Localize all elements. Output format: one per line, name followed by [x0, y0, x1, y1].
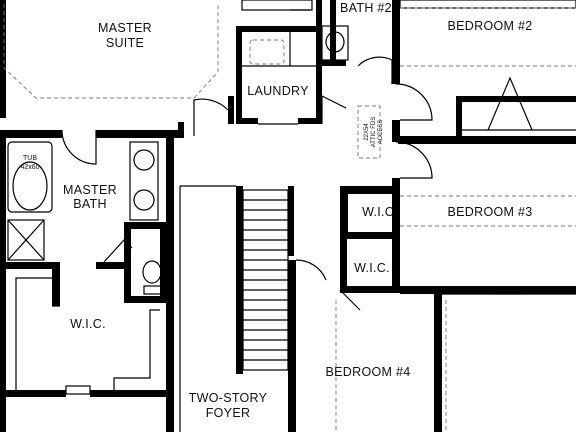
attic-label-1: 22X54: [364, 123, 370, 141]
bifold-door: [487, 76, 533, 131]
vanity: [129, 141, 159, 221]
attic-hatch: [357, 105, 381, 159]
master-suite-label: MASTER: [98, 21, 152, 35]
bath2-label: BATH #2: [340, 1, 392, 15]
tray-ceiling-outline: [3, 4, 219, 99]
toilet: [142, 260, 162, 284]
bedroom2-label: BEDROOM #2: [448, 19, 533, 33]
wic-shelf: [15, 277, 52, 390]
labels: MASTER SUITE BATH #2 BEDROOM #2 LAUNDRY …: [20, 1, 532, 420]
sink-lower: [133, 189, 155, 211]
bedroom4-label: BEDROOM #4: [326, 365, 411, 379]
tub-label: TUB: [23, 155, 37, 162]
master-bath-label: MASTER: [63, 183, 117, 197]
bath2-sink: [325, 31, 345, 53]
shower: [7, 219, 45, 261]
tub: [7, 141, 53, 213]
foyer-label: TWO-STORY: [189, 391, 268, 405]
master-bath-label-2: BATH: [73, 197, 107, 211]
laundry-label: LAUNDRY: [247, 84, 309, 98]
wic-left-label: W.I.C.: [70, 317, 106, 331]
wic-top-label: W.I.C.: [362, 205, 398, 219]
bedroom3-label: BEDROOM #3: [448, 205, 533, 219]
washer: [249, 39, 285, 65]
master-suite-label-2: SUITE: [106, 36, 144, 50]
staircase: [242, 189, 289, 371]
sink-upper: [133, 149, 155, 171]
doors: [52, 56, 433, 311]
wic-mid-label: W.I.C.: [354, 261, 390, 275]
fixtures: [3, 0, 576, 432]
attic-label-3: ACCESS: [378, 120, 384, 145]
attic-label-2: ATTIC FDS: [371, 117, 377, 148]
foyer-label-2: FOYER: [206, 406, 251, 420]
tub-size-label: 42x60: [20, 164, 39, 171]
